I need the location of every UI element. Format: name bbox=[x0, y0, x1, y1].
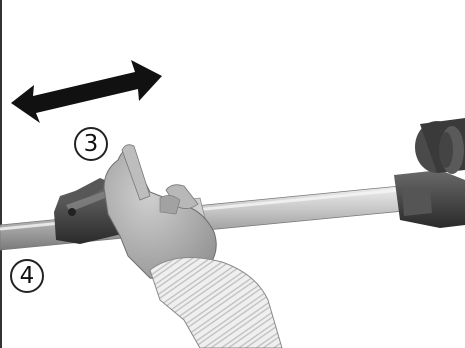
step-3-label: 3 bbox=[74, 127, 108, 161]
end-roller bbox=[415, 118, 465, 174]
double-headed-arrow-icon bbox=[11, 60, 162, 123]
step-4-label: 4 bbox=[10, 259, 44, 293]
end-bracket bbox=[394, 170, 465, 228]
sleeve-cuff bbox=[150, 258, 282, 348]
